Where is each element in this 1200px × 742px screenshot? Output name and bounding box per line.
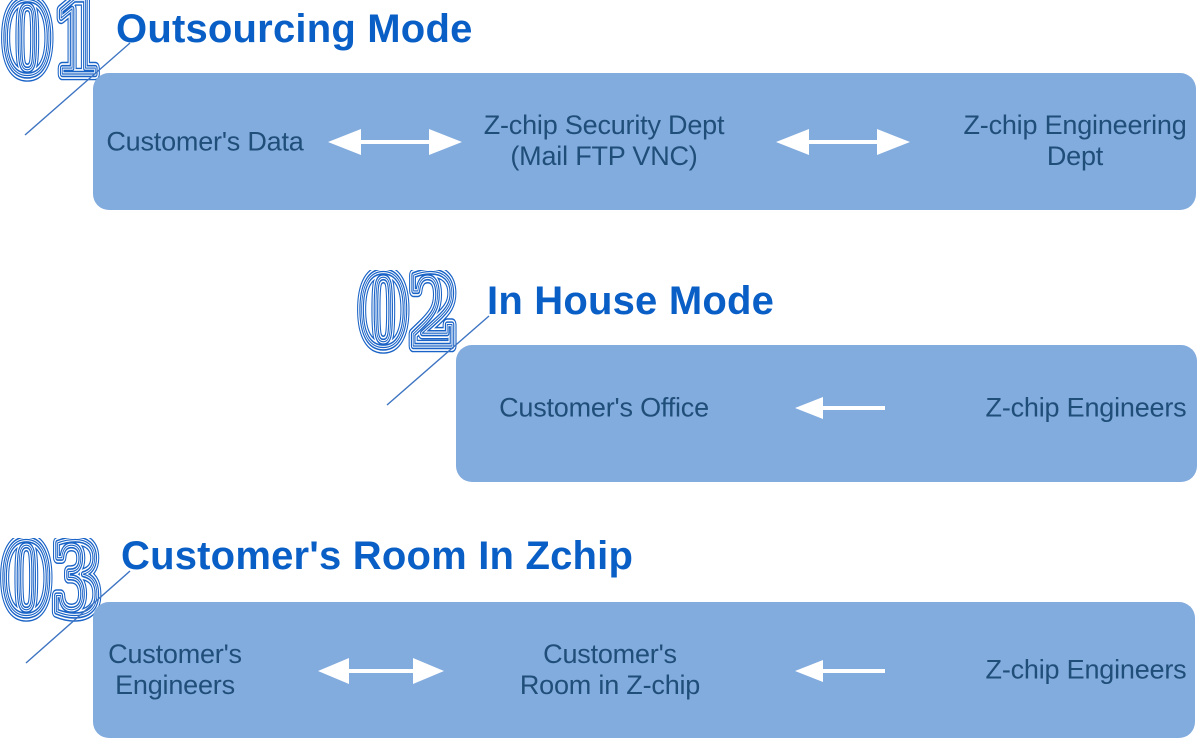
section-title-in-house-mode: In House Mode xyxy=(487,279,775,323)
node-zchip-engineers: Z-chip Engineers xyxy=(985,654,1187,685)
node-zchip-engineers: Z-chip Engineers xyxy=(985,392,1187,423)
in-house-mode-box: Customer's Office Z-chip Engineers xyxy=(456,345,1197,482)
customers-room-box: Customer's Engineers Customer's Room in … xyxy=(93,602,1195,738)
section-number-02: 02 02 02 02 02 xyxy=(354,270,463,354)
node-customers-office: Customer's Office xyxy=(499,392,709,423)
left-arrow-icon xyxy=(795,397,885,419)
node-zchip-engineering-dept: Z-chip Engineering Dept xyxy=(963,110,1187,171)
outsourcing-mode-box: Customer's Data Z-chip Security Dept (Ma… xyxy=(93,73,1196,210)
svg-text:01: 01 xyxy=(2,0,102,84)
svg-text:03: 03 xyxy=(1,538,101,622)
section-title-customers-room-in-zchip: Customer's Room In Zchip xyxy=(121,534,634,578)
double-arrow-icon xyxy=(318,658,444,684)
left-arrow-icon xyxy=(795,660,885,682)
node-zchip-security-dept: Z-chip Security Dept (Mail FTP VNC) xyxy=(483,110,725,171)
node-customers-data: Customer's Data xyxy=(106,126,304,157)
section-title-outsourcing-mode: Outsourcing Mode xyxy=(116,7,473,51)
section-number-01: 01 01 01 01 01 xyxy=(0,0,107,84)
double-arrow-icon xyxy=(776,129,910,155)
svg-text:02: 02 xyxy=(358,270,458,354)
node-customers-room-in-zchip: Customer's Room in Z-chip xyxy=(519,639,701,700)
double-arrow-icon xyxy=(328,129,462,155)
node-customers-engineers: Customer's Engineers xyxy=(108,639,242,700)
